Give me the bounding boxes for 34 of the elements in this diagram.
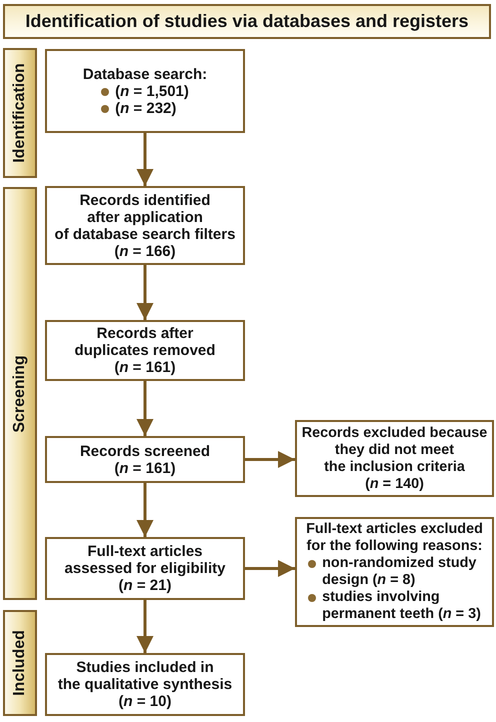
stage-band — [3, 48, 37, 178]
stage-band — [3, 187, 37, 600]
process-box — [295, 420, 494, 497]
stage-label: Identification — [11, 63, 29, 163]
flow-arrow — [136, 381, 154, 436]
process-box — [45, 653, 245, 716]
box-heading: Database search: — [82, 66, 208, 82]
box-text: Records after duplicates removed (n = 161) — [74, 325, 216, 376]
process-box — [45, 49, 245, 133]
flow-arrow — [136, 265, 154, 320]
box-heading: Full-text articles excluded for the following reasons: — [306, 521, 483, 555]
bullet-text: studies involving permanent teeth (n = 3) — [322, 589, 481, 623]
box-text: Studies included in the qualitative synthesis (n = 10) — [58, 659, 232, 710]
bullet-text: non-randomized study design (n = 8) — [322, 555, 476, 589]
flow-arrow — [136, 600, 154, 653]
bullet-text: (n = 232) — [115, 100, 176, 116]
box-text: Records identified after application of database search filters (n = 166) — [54, 192, 236, 260]
stage-label: Screening — [11, 354, 29, 432]
process-box — [295, 517, 494, 627]
stage-label: Included — [11, 630, 29, 696]
process-box — [45, 537, 245, 600]
flow-arrow — [136, 483, 154, 537]
process-box — [45, 186, 245, 265]
stage-band — [3, 610, 37, 716]
bullet-text: (n = 1,501) — [115, 82, 189, 100]
box-text: Records excluded because they did not meet the inclusion criteria (n = 140) — [302, 424, 488, 492]
box-text: Records screened (n = 161) — [80, 442, 210, 476]
process-box — [45, 320, 245, 381]
process-box — [45, 436, 245, 483]
box-text: Full-text articles assessed for eligibility (n = 21) — [64, 543, 226, 594]
flow-arrow — [245, 560, 295, 577]
diagram-title: Identification of studies via databases and registers — [25, 11, 469, 32]
flow-arrow — [245, 451, 295, 468]
flow-arrow — [136, 133, 154, 186]
